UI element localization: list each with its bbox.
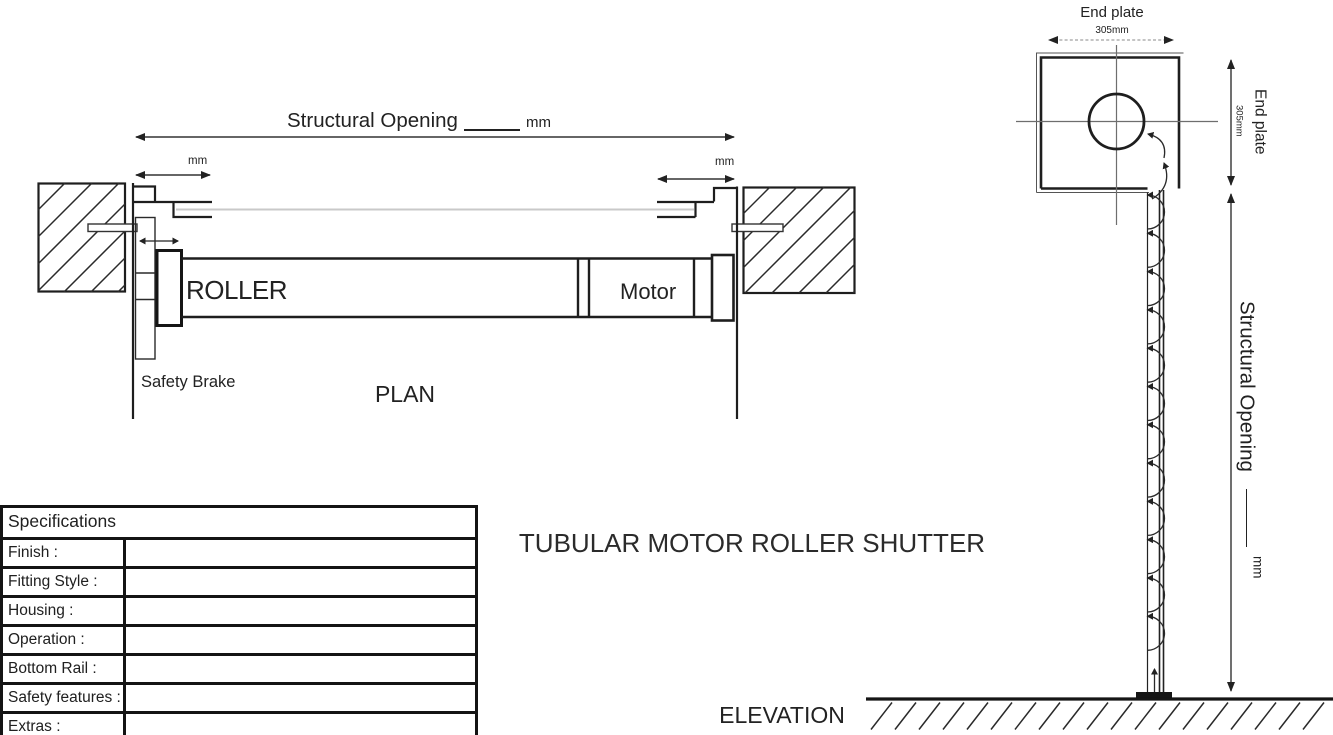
spec-row-value — [126, 714, 475, 735]
plan-right-wall-hatch — [743, 187, 855, 293]
plan-motor-label: Motor — [620, 279, 677, 304]
elev-structural-opening-unit: mm — [1250, 556, 1266, 579]
plan-left-offset-unit: mm — [188, 155, 208, 167]
spec-row-value — [126, 598, 475, 624]
specifications-table: Specifications Finish : Fitting Style : … — [0, 505, 478, 735]
plan-roller-tube — [181, 257, 712, 319]
elev-end-plate-box — [1039, 56, 1181, 190]
table-row: Operation : — [3, 627, 475, 656]
table-row: Housing : — [3, 598, 475, 627]
elev-end-plate-outer-line — [1036, 52, 1184, 193]
elev-curtain-slat-arcs — [1146, 191, 1166, 651]
plan-right-offset-unit: mm — [715, 156, 735, 168]
plan-safety-brake-body — [134, 216, 156, 360]
plan-left-guide-flange — [133, 185, 157, 201]
elev-end-plate-top-label: End plate — [1080, 4, 1144, 21]
spec-row-label: Extras : — [3, 714, 126, 735]
spec-row-label: Fitting Style : — [3, 569, 126, 595]
elev-end-plate-top-value: 305mm — [1095, 25, 1129, 36]
spec-table-header: Specifications — [3, 508, 475, 540]
plan-roller-label: ROLLER — [186, 275, 288, 305]
plan-structural-opening-unit: mm — [526, 114, 551, 131]
elev-ground-hatch — [870, 702, 1325, 730]
elev-roller-circle — [1087, 92, 1146, 151]
spec-row-value — [126, 685, 475, 711]
spec-row-value — [126, 656, 475, 682]
spec-row-label: Bottom Rail : — [3, 656, 126, 682]
spec-row-value — [126, 627, 475, 653]
elev-end-plate-side-label: End plate — [1251, 89, 1269, 155]
plan-view-label: PLAN — [374, 381, 436, 407]
plan-structural-opening-blank — [464, 112, 520, 131]
plan-right-guide-channel — [657, 200, 714, 219]
elev-winding-arrow-upper — [1147, 131, 1166, 159]
elev-structural-opening-label: Structural Opening — [1235, 301, 1259, 472]
plan-roller-left-end-cap — [155, 249, 183, 327]
plan-left-wall-hatch — [38, 183, 125, 292]
table-row: Extras : — [3, 714, 475, 735]
elev-end-plate-side-value: 305mm — [1233, 105, 1245, 137]
plan-safety-brake-label: Safety Brake — [141, 373, 236, 391]
plan-right-anchor-bolt — [731, 223, 784, 233]
spec-row-value — [126, 540, 475, 566]
plan-safety-brake-dividers — [135, 272, 155, 301]
elev-curtain-right-lines — [1158, 190, 1165, 694]
elev-centerlines — [1016, 45, 1218, 225]
plan-roller-right-end-cap — [710, 253, 735, 322]
spec-row-label: Safety features : — [3, 685, 126, 711]
elevation-view — [866, 36, 1333, 730]
table-row: Safety features : — [3, 685, 475, 714]
plan-left-guide-channel — [133, 200, 212, 219]
page-title: TUBULAR MOTOR ROLLER SHUTTER — [518, 528, 986, 558]
elev-bottom-rail — [1136, 692, 1172, 699]
elev-structural-opening-blank — [1245, 489, 1248, 547]
plan-right-guide-flange — [712, 186, 736, 202]
plan-left-anchor-bolt — [87, 223, 138, 233]
spec-row-label: Finish : — [3, 540, 126, 566]
plan-structural-opening-label: Structural Opening — [287, 109, 458, 132]
elevation-view-label: ELEVATION — [719, 702, 845, 728]
plan-view — [37, 133, 856, 419]
table-row: Fitting Style : — [3, 569, 475, 598]
spec-row-value — [126, 569, 475, 595]
table-row: Finish : — [3, 540, 475, 569]
spec-row-label: Housing : — [3, 598, 126, 624]
table-row: Bottom Rail : — [3, 656, 475, 685]
spec-row-label: Operation : — [3, 627, 126, 653]
